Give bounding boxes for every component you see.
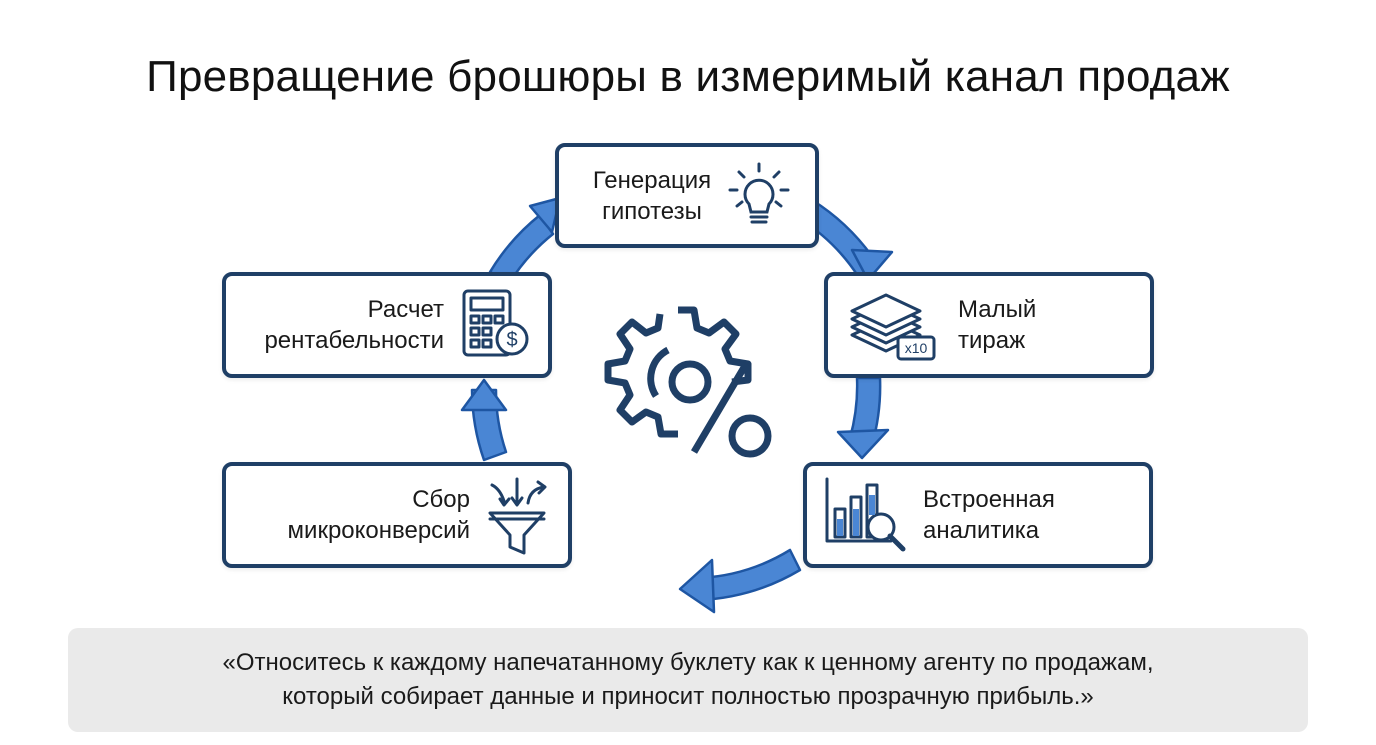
page-title: Превращение брошюры в измеримый канал пр… [146,52,1230,101]
quote-box: «Относитесь к каждому напечатанному букл… [68,628,1308,732]
step-label-line1: Генерация [592,166,712,194]
cycle-diagram: Генерация гипотезы [222,143,1154,614]
lightbulb-icon [728,162,790,223]
cycle-arrows [460,196,894,614]
cycle-arrowhead-left [460,378,508,412]
quote-line2: который собирает данные и приносит полно… [282,683,1094,710]
svg-text:$: $ [506,329,517,351]
quote-line1: «Относитесь к каждому напечатанному букл… [222,649,1154,676]
step-label-line1: Малый [958,296,1037,323]
step-card-micro-conversions: Сбор микроконверсий [222,462,572,568]
print-run-multiplier: x10 [905,340,928,356]
cycle-arrowhead-top-right [850,248,894,282]
step-label-line1: Расчет [367,296,444,323]
step-label-line1: Сбор [412,486,470,513]
step-label-line2: рентабельности [264,327,444,354]
step-label-line2: тираж [958,327,1026,354]
cycle-arrow-bottom [698,548,802,602]
gear-percent-icon [604,306,772,458]
step-card-small-print-run: x10 Малый тираж [824,272,1154,378]
cycle-arrowhead-right [836,428,890,460]
funnel-icon [488,477,547,555]
step-label-line2: аналитика [923,517,1040,544]
quote-text: «Относитесь к каждому напечатанному букл… [223,646,1154,714]
step-label-line1: Встроенная [923,486,1055,513]
calculator-dollar-icon: $ [462,289,529,357]
bar-chart-magnifier-icon [825,477,906,552]
step-card-built-in-analytics: Встроенная аналитика [803,462,1153,568]
step-card-hypothesis: Генерация гипотезы [555,143,819,248]
paper-stack-icon: x10 [850,293,936,361]
cycle-arrowhead-bottom [678,558,716,614]
step-label-line2: микроконверсий [287,517,470,544]
step-label-line2: гипотезы [602,197,702,225]
step-card-profitability: Расчет рентабельности $ [222,272,552,378]
